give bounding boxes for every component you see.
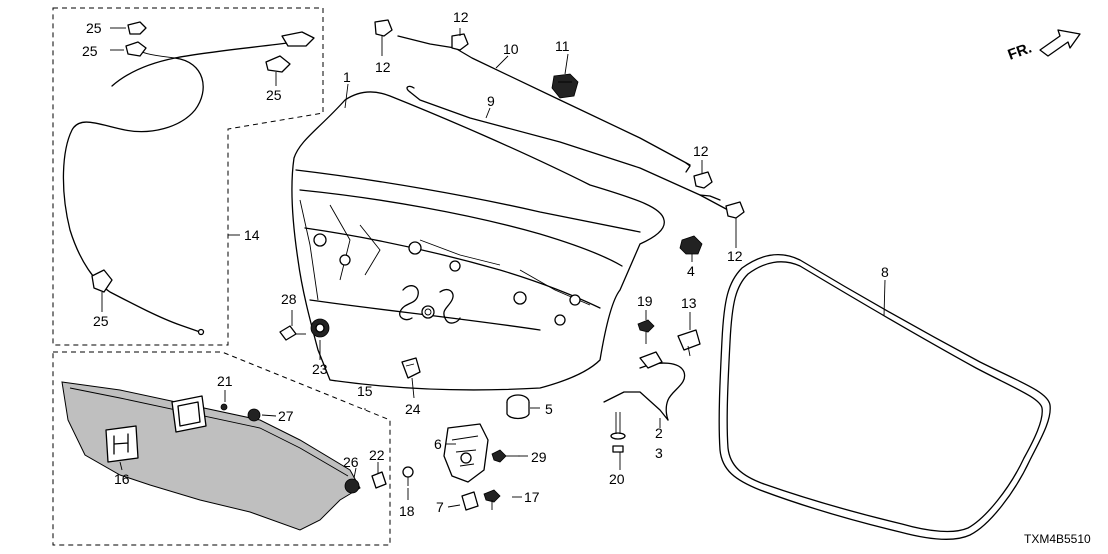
trunk-lid bbox=[291, 91, 665, 391]
trunk-release-cable bbox=[62, 21, 315, 336]
trunk-weatherstrip bbox=[718, 254, 1051, 540]
callout-20: 20 bbox=[609, 471, 625, 487]
callout-12: 12 bbox=[453, 9, 469, 25]
callout-25: 25 bbox=[266, 87, 282, 103]
callout-25: 25 bbox=[82, 43, 98, 59]
hinge-harness-2-3 bbox=[603, 351, 686, 421]
clip-18 bbox=[402, 466, 414, 486]
trunk-lock-6 bbox=[443, 423, 489, 483]
callout-23: 23 bbox=[312, 361, 328, 377]
torsion-bars bbox=[374, 19, 745, 219]
callout-13: 13 bbox=[681, 295, 697, 311]
callout-6: 6 bbox=[434, 436, 442, 452]
trunk-striker-7 bbox=[461, 491, 479, 511]
callout-1: 1 bbox=[343, 69, 351, 85]
front-direction-label: FR. bbox=[1006, 40, 1035, 64]
front-direction-arrow: FR. bbox=[1006, 29, 1081, 64]
clip-26 bbox=[344, 478, 360, 494]
callout-17: 17 bbox=[524, 489, 540, 505]
callout-14: 14 bbox=[244, 227, 260, 243]
callout-11: 11 bbox=[555, 38, 570, 54]
callout-labels: 1 2 3 4 5 6 7 8 9 10 11 12 12 12 12 13 1… bbox=[82, 9, 889, 519]
callout-12: 12 bbox=[375, 59, 391, 75]
callout-16: 16 bbox=[114, 471, 130, 487]
bolt-19 bbox=[637, 319, 655, 344]
stop-bumper-5 bbox=[506, 394, 530, 420]
callout-12: 12 bbox=[693, 143, 709, 159]
callout-27: 27 bbox=[278, 408, 294, 424]
callout-18: 18 bbox=[399, 503, 415, 519]
callout-25: 25 bbox=[93, 313, 109, 329]
callout-25: 25 bbox=[86, 20, 102, 36]
lid-bumper-4 bbox=[679, 235, 703, 255]
diagram-code: TXM4B5510 bbox=[1024, 532, 1091, 546]
callout-22: 22 bbox=[369, 447, 385, 463]
callout-4: 4 bbox=[687, 263, 695, 279]
latch-switch-13 bbox=[677, 329, 701, 357]
grommet-23 bbox=[310, 318, 330, 338]
callout-3: 3 bbox=[655, 445, 663, 461]
bolt-20 bbox=[610, 412, 626, 453]
callout-29: 29 bbox=[531, 449, 547, 465]
trunk-lid-garnish bbox=[61, 381, 361, 531]
callout-21: 21 bbox=[217, 373, 233, 389]
leader-lines bbox=[101, 27, 886, 508]
callout-24: 24 bbox=[405, 401, 421, 417]
callout-28: 28 bbox=[281, 291, 297, 307]
rear-emblem-16 bbox=[105, 425, 139, 463]
callout-2: 2 bbox=[655, 425, 663, 441]
bolt-29 bbox=[491, 449, 520, 463]
bolt-17 bbox=[483, 489, 501, 510]
callout-10: 10 bbox=[503, 41, 519, 57]
callout-15: 15 bbox=[357, 383, 373, 399]
callout-9: 9 bbox=[487, 93, 495, 109]
callout-8: 8 bbox=[881, 264, 889, 280]
cable-group-box bbox=[52, 7, 324, 346]
clip-27 bbox=[247, 408, 261, 422]
screw-28 bbox=[279, 325, 306, 341]
callout-12: 12 bbox=[727, 248, 743, 264]
callout-19: 19 bbox=[637, 293, 653, 309]
callout-26: 26 bbox=[343, 454, 359, 470]
callout-7: 7 bbox=[436, 499, 444, 515]
clip-22 bbox=[371, 471, 387, 489]
callout-5: 5 bbox=[545, 401, 553, 417]
clip-24 bbox=[401, 357, 421, 379]
